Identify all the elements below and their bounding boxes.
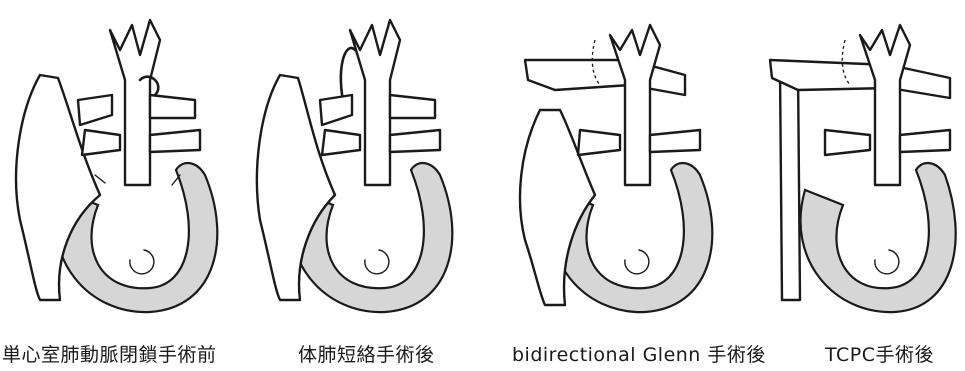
svc-pa-anastomosis — [525, 60, 685, 95]
heart-diagram-shunt — [250, 0, 480, 340]
pulmonary-artery — [78, 95, 112, 125]
heart-diagram-preop — [0, 0, 250, 340]
panel-glenn: bidirectional Glenn 手術後 — [480, 0, 740, 371]
heart-diagram-tcpc — [740, 0, 965, 340]
extracardiac-conduit — [780, 70, 800, 300]
aorta — [610, 25, 660, 185]
caption-preop: 単心室肺動脈閉鎖手術前 — [2, 340, 217, 367]
caption-tcpc: TCPC手術後 — [825, 340, 934, 367]
heart-diagram-glenn — [480, 0, 740, 340]
aorta — [860, 25, 910, 185]
caption-shunt: 体肺短絡手術後 — [298, 340, 435, 367]
panel-tcpc: TCPC手術後 — [740, 0, 965, 371]
panel-shunt: 体肺短絡手術後 — [250, 0, 480, 371]
panel-preop: 単心室肺動脈閉鎖手術前 — [0, 0, 250, 371]
caption-glenn: bidirectional Glenn 手術後 — [512, 340, 766, 367]
